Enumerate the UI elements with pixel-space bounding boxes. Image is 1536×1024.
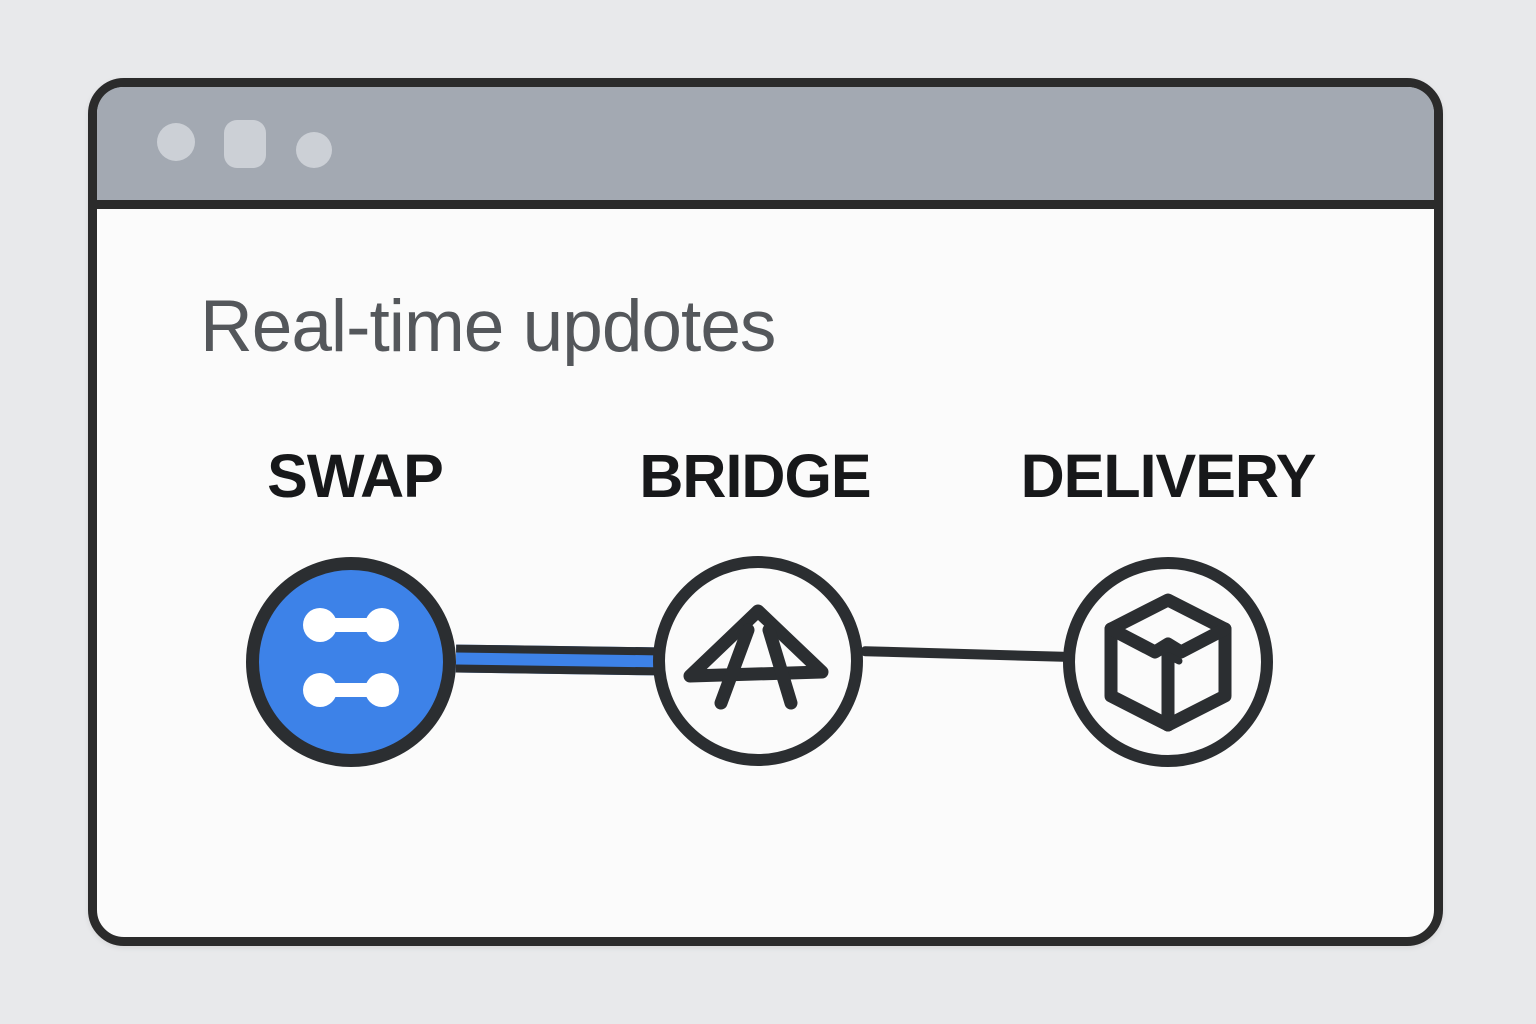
connector-bridge-delivery xyxy=(860,646,1068,662)
connector-swap-bridge xyxy=(455,644,663,676)
window-titlebar xyxy=(97,87,1434,209)
swap-icon xyxy=(276,587,426,737)
window-control-dot-2[interactable] xyxy=(224,120,266,168)
stage-node-bridge[interactable] xyxy=(653,556,863,766)
bridge-icon xyxy=(665,568,851,754)
window-control-dot-3[interactable] xyxy=(296,132,332,168)
window-control-dot-1[interactable] xyxy=(157,123,195,161)
page-title: Real-time updotes xyxy=(200,286,776,367)
stage-label-swap: SWAP xyxy=(267,442,444,510)
stage-label-bridge: BRIDGE xyxy=(639,442,871,510)
browser-window: Real-time updotes SWAP BRIDGE DELIVERY xyxy=(88,78,1443,946)
stage-node-swap[interactable] xyxy=(246,557,456,767)
stage-node-delivery[interactable] xyxy=(1063,557,1273,767)
stage-label-delivery: DELIVERY xyxy=(1020,442,1317,510)
package-icon xyxy=(1075,569,1261,755)
